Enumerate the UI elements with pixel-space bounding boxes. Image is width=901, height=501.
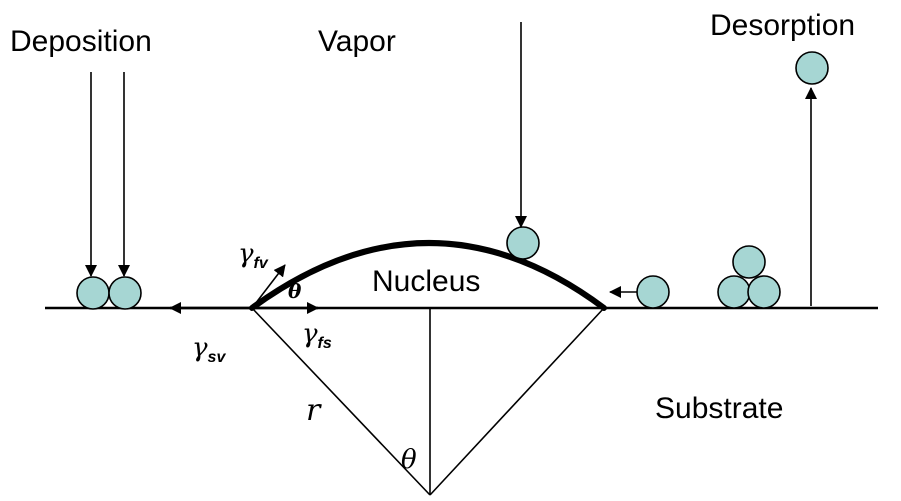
radius-line-left bbox=[251, 307, 431, 496]
substrate-label: Substrate bbox=[655, 392, 783, 425]
diffusing-atom bbox=[636, 275, 670, 309]
desorption-label: Desorption bbox=[710, 9, 855, 42]
contact-angle-label: θ bbox=[288, 279, 302, 303]
deposited-atom-1 bbox=[76, 276, 110, 310]
gamma-fs-label: γfs bbox=[302, 319, 332, 352]
vapor-atom bbox=[506, 226, 540, 260]
desorbed-atom bbox=[795, 51, 829, 85]
gamma-fv-label: γfv bbox=[238, 239, 269, 272]
cluster-atom-3 bbox=[732, 245, 766, 279]
gamma-sv-label: γsv bbox=[192, 333, 226, 366]
deposited-atom-2 bbox=[108, 276, 142, 310]
deposition-label: Deposition bbox=[10, 25, 152, 58]
radius-line-right bbox=[429, 307, 605, 496]
gamma-fv-vector bbox=[251, 264, 286, 309]
nucleus-cap bbox=[249, 240, 607, 311]
cluster-atom-2 bbox=[747, 275, 781, 309]
vapor-label: Vapor bbox=[318, 25, 396, 58]
nucleus-label: Nucleus bbox=[372, 265, 480, 298]
cluster-atom-1 bbox=[717, 275, 751, 309]
center-angle-label: θ bbox=[401, 445, 417, 475]
radius-label: r bbox=[306, 393, 322, 428]
